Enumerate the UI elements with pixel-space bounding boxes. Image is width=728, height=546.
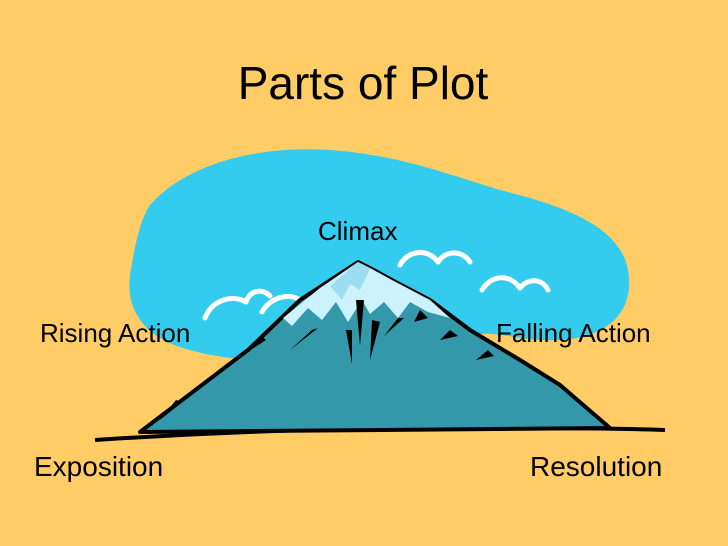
bird [243,288,273,305]
slide-title: Parts of Plot [0,56,728,110]
ridge [290,328,318,350]
ridge [356,300,364,346]
ridge [414,310,428,322]
bird [202,296,249,321]
ridge [384,318,404,336]
bird [259,294,303,315]
ridge [476,350,494,360]
ridge [440,330,458,340]
mountain-snow [283,262,450,326]
mountain-ridges [160,300,494,420]
sky-blob [129,149,630,363]
bird [397,250,441,268]
birds-left [202,288,303,321]
climax-label: Climax [318,216,398,246]
ridge [346,330,352,364]
slide-title-text: Parts of Plot [237,57,489,109]
falling-action-label: Falling Action [496,318,651,348]
exposition-label: Exposition [34,451,164,482]
resolution-label: Resolution [530,451,663,482]
birds-right [397,250,551,293]
ridge [232,336,266,362]
bird [517,278,551,293]
ridge [370,320,380,360]
bird [479,275,523,293]
mountain-snow-shade [330,262,370,300]
rising-action-label: Rising Action [40,318,191,348]
bird [435,250,473,265]
ridge [160,400,182,420]
